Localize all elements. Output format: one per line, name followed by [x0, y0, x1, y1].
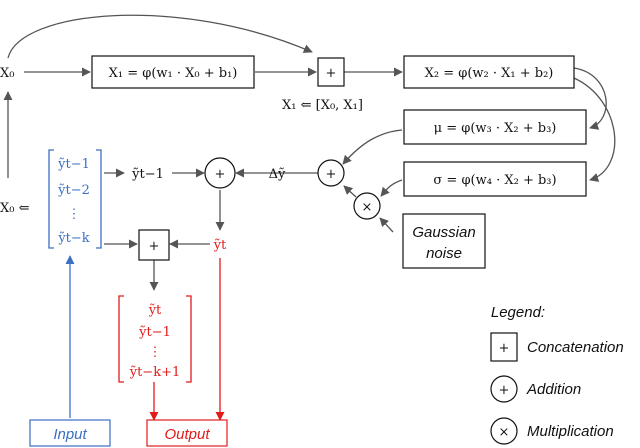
connectors — [3, 14, 616, 421]
mu-equation: μ = φ(w₃ · X₂ + b₃) — [434, 121, 557, 136]
output-vector-item: ⋮ — [149, 345, 162, 360]
input-vector-item: ỹt−2 — [57, 183, 90, 198]
x1-layer-box — [91, 55, 255, 89]
input-vector-item: ỹt−1 — [57, 157, 90, 172]
concat-symbol-top: + — [326, 66, 337, 81]
x0-label: X₀ — [0, 66, 14, 81]
concat-node-lower — [138, 229, 170, 261]
delta-y-label: Δỹ — [269, 167, 286, 182]
gaussian-label-2: noise — [426, 245, 462, 262]
output-label: Output — [164, 426, 210, 443]
addition-symbol-right: + — [326, 167, 337, 182]
gaussian-noise-box — [402, 213, 486, 269]
input-bracket-left — [48, 149, 54, 249]
input-bracket-right — [96, 149, 102, 249]
legend-concatenation: Concatenation — [527, 339, 624, 356]
addition-node-right — [317, 159, 345, 187]
x2-layer-box — [403, 55, 575, 89]
output-bracket-right — [186, 295, 192, 383]
mu-layer-box — [403, 109, 587, 145]
multiplication-symbol: × — [362, 200, 373, 215]
legend-multiplication: Multiplication — [527, 423, 614, 440]
output-box — [146, 419, 228, 447]
output-vector-item: ỹt−1 — [138, 325, 171, 340]
output-vector-item: ỹt — [148, 303, 162, 318]
concat-note: X₁ ⇐ [X₀, X₁] — [282, 98, 363, 113]
edge-mult-add — [343, 185, 357, 198]
y-t-label: ỹt — [213, 238, 227, 253]
concat-symbol-lower: + — [149, 239, 160, 254]
edge-x2-mu — [573, 67, 607, 130]
legend-addition: Addition — [526, 381, 581, 398]
edge-x2-sigma — [573, 77, 616, 182]
concat-node-top — [317, 57, 345, 87]
input-vector-item: ỹt−k — [57, 231, 89, 246]
input-box — [29, 419, 111, 447]
input-label: Input — [53, 426, 87, 443]
output-bracket-left — [118, 295, 124, 383]
legend-multiplication-symbol: × — [499, 425, 510, 440]
addition-node-middle — [204, 157, 236, 189]
x2-equation: X₂ = φ(w₂ · X₁ + b₂) — [425, 66, 554, 81]
edge-sigma-mult — [380, 179, 403, 197]
edge-noise-mult — [379, 217, 394, 233]
legend-concat-symbol: + — [499, 341, 510, 356]
edge-mu-add — [342, 129, 403, 165]
output-vector: ỹt ỹt−1 ⋮ ỹt−k+1 — [118, 295, 192, 383]
input-vector: ỹt−1 ỹt−2 ⋮ ỹt−k — [48, 149, 102, 249]
legend-addition-symbol: + — [499, 383, 510, 398]
skip-arc — [7, 14, 313, 59]
sigma-equation: σ = φ(w₄ · X₂ + b₃) — [433, 173, 556, 188]
input-vector-item: ⋮ — [68, 207, 81, 222]
output-vector-item: ỹt−k+1 — [129, 365, 181, 380]
legend-title: Legend: — [491, 304, 545, 321]
legend-multiplication-symbol-circle — [490, 417, 518, 445]
x1-equation: X₁ = φ(w₁ · X₀ + b₁) — [109, 66, 238, 81]
addition-symbol-middle: + — [215, 167, 226, 182]
y-prev-label: ỹt−1 — [131, 167, 164, 182]
x0-assign-label: X₀ ⇐ — [0, 201, 30, 216]
multiplication-node — [353, 192, 381, 220]
legend: Legend: + Concatenation + Addition × Mul… — [490, 304, 624, 445]
sigma-layer-box — [403, 161, 587, 197]
gaussian-label-1: Gaussian — [412, 224, 475, 241]
legend-concat-symbol-box — [490, 332, 518, 362]
legend-addition-symbol-circle — [490, 375, 518, 403]
